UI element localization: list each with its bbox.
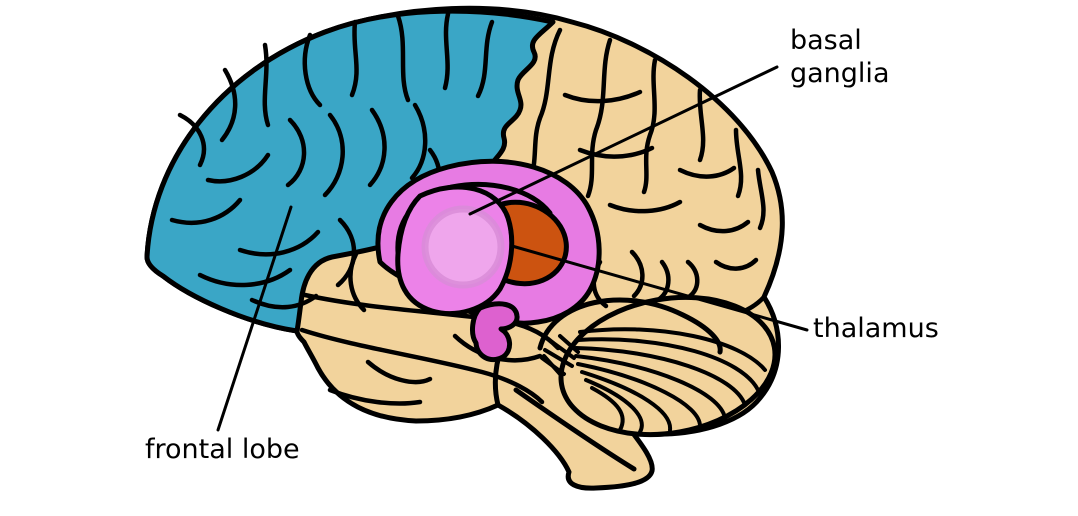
- tail-nucleus-blob: [470, 301, 520, 363]
- basal-ganglia-label: basal ganglia: [790, 24, 889, 90]
- cerebellum-folia-lines: [540, 327, 767, 434]
- cerebellum-region: [540, 294, 778, 438]
- basal-ganglia-leader-line: [468, 65, 779, 216]
- basal-ganglia-label-line1: basal: [790, 25, 862, 56]
- frontal-lobe-label: frontal lobe: [145, 434, 300, 465]
- basal-ganglia-label-line2: ganglia: [790, 58, 890, 89]
- thalamus-leader-line: [510, 244, 809, 332]
- globus-pallidus-region: [425, 209, 501, 285]
- thalamus-label: thalamus: [813, 313, 939, 344]
- cerebrum-sulci: [299, 27, 767, 406]
- leader-lines: [216, 65, 809, 432]
- globus-pallidus-rim: [421, 205, 505, 289]
- frontal-lobe-leader-line: [216, 205, 293, 432]
